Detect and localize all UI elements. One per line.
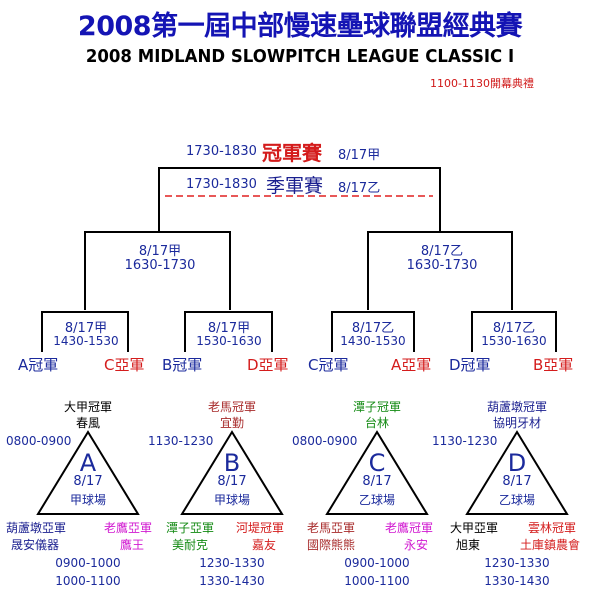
group-c-right-team: 永安 <box>404 538 429 552</box>
semi-2-date: 8/17乙 <box>420 244 464 259</box>
group-c-top-time: 0800-0900 <box>292 434 358 448</box>
group-b-top-label: 老馬冠軍 <box>207 400 256 414</box>
group-b-right-team: 嘉友 <box>252 538 277 552</box>
group-b-date: 8/17 <box>217 474 247 489</box>
group-b-time-1: 1230-1330 <box>199 556 265 570</box>
group-b-right-label: 河堤冠軍 <box>236 521 285 535</box>
third-place-label: 季軍賽 <box>266 175 324 197</box>
quarter-2-date: 8/17甲 <box>207 321 251 336</box>
semi-2-time: 1630-1730 <box>406 258 478 273</box>
quarter-3-right-team: A亞軍 <box>391 356 432 374</box>
group-c-right-label: 老鷹冠軍 <box>385 521 434 535</box>
quarter-2-right-team: D亞軍 <box>247 356 289 374</box>
group-a-left-team: 晟安儀器 <box>11 538 60 552</box>
quarter-1-date: 8/17甲 <box>64 321 108 336</box>
group-c-letter: C <box>368 449 386 477</box>
group-a-time-2: 1000-1100 <box>55 574 121 588</box>
group-a-right-team: 鷹王 <box>120 538 145 552</box>
group-a-triangle <box>36 430 140 515</box>
quarter-1-time: 1430-1530 <box>53 334 119 348</box>
group-a-left-label: 葫蘆墩亞軍 <box>6 521 67 535</box>
group-b-letter: B <box>223 449 241 477</box>
group-a-top-team: 春風 <box>75 416 100 430</box>
group-d-top-label: 葫蘆墩冠軍 <box>486 400 547 414</box>
group-a-top-label: 大甲冠軍 <box>63 400 112 414</box>
quarter-3-left-team: C冠軍 <box>308 356 349 374</box>
final-label: 冠軍賽 <box>262 141 322 165</box>
semi-1-date: 8/17甲 <box>138 244 182 259</box>
page-title: 2008第一屆中部慢速壘球聯盟經典賽 <box>77 11 523 42</box>
group-b-top-team: 宜勤 <box>219 416 244 430</box>
group-d-time-1: 1230-1330 <box>484 556 550 570</box>
group-c-date: 8/17 <box>362 474 392 489</box>
final-date: 8/17甲 <box>338 148 381 163</box>
group-d-date: 8/17 <box>502 474 532 489</box>
group-d-left-team: 旭東 <box>456 538 481 552</box>
group-b-left-label: 潭子亞軍 <box>166 521 215 535</box>
group-c-time-2: 1000-1100 <box>344 574 410 588</box>
group-a-letter: A <box>79 449 97 477</box>
group-a-date: 8/17 <box>73 474 103 489</box>
group-b-time-2: 1330-1430 <box>199 574 265 588</box>
third-place-date: 8/17乙 <box>338 181 381 196</box>
quarter-4-left-team: D冠軍 <box>449 356 491 374</box>
group-c-left-team: 國際熊熊 <box>307 538 356 552</box>
group-b-left-team: 美耐克 <box>172 538 209 552</box>
third-place-time: 1730-1830 <box>186 177 257 192</box>
group-b-triangle <box>180 430 284 515</box>
group-c-left-label: 老馬亞軍 <box>307 521 356 535</box>
group-d-field: 乙球場 <box>498 493 535 507</box>
group-a-right-label: 老鷹亞軍 <box>104 521 153 535</box>
quarter-3-bracket <box>331 311 415 352</box>
group-d-top-team: 協明牙材 <box>492 416 541 430</box>
quarter-4-right-team: B亞軍 <box>533 356 574 374</box>
quarter-1-left-team: A冠軍 <box>18 356 59 374</box>
group-a-top-time: 0800-0900 <box>6 434 72 448</box>
quarter-2-bracket <box>184 311 273 352</box>
group-a-field: 甲球場 <box>69 493 106 507</box>
quarter-1-bracket <box>41 311 129 352</box>
quarter-4-time: 1530-1630 <box>481 334 547 348</box>
quarter-1-right-team: C亞軍 <box>104 356 145 374</box>
group-d-letter: D <box>507 449 527 477</box>
quarter-4-date: 8/17乙 <box>492 321 536 336</box>
group-a-time-1: 0900-1000 <box>55 556 121 570</box>
final-bracket <box>158 167 441 232</box>
quarter-3-date: 8/17乙 <box>351 321 395 336</box>
group-d-right-label: 雲林冠軍 <box>528 521 577 535</box>
group-b-field: 甲球場 <box>213 493 250 507</box>
opening-ceremony-note: 1100-1130開幕典禮 <box>430 77 534 90</box>
group-c-top-team: 台林 <box>364 416 389 430</box>
group-c-field: 乙球場 <box>358 493 395 507</box>
group-c-triangle <box>325 430 429 515</box>
group-d-triangle <box>465 430 569 515</box>
semi-left-bracket <box>84 231 231 310</box>
semi-right-bracket <box>367 231 513 310</box>
group-c-time-1: 0900-1000 <box>344 556 410 570</box>
group-d-top-time: 1130-1230 <box>432 434 498 448</box>
group-d-time-2: 1330-1430 <box>484 574 550 588</box>
quarter-4-bracket <box>471 311 557 352</box>
final-time: 1730-1830 <box>186 144 257 159</box>
quarter-2-left-team: B冠軍 <box>162 356 203 374</box>
quarter-3-time: 1430-1530 <box>340 334 406 348</box>
group-d-right-team: 土庫鎮農會 <box>520 538 581 552</box>
semi-1-time: 1630-1730 <box>124 258 196 273</box>
group-b-top-time: 1130-1230 <box>148 434 214 448</box>
quarter-2-time: 1530-1630 <box>196 334 262 348</box>
group-d-left-label: 大甲亞軍 <box>450 521 499 535</box>
group-c-top-label: 潭子冠軍 <box>352 400 401 414</box>
page-subtitle: 2008 MIDLAND SLOWPITCH LEAGUE CLASSIC I <box>85 46 515 67</box>
